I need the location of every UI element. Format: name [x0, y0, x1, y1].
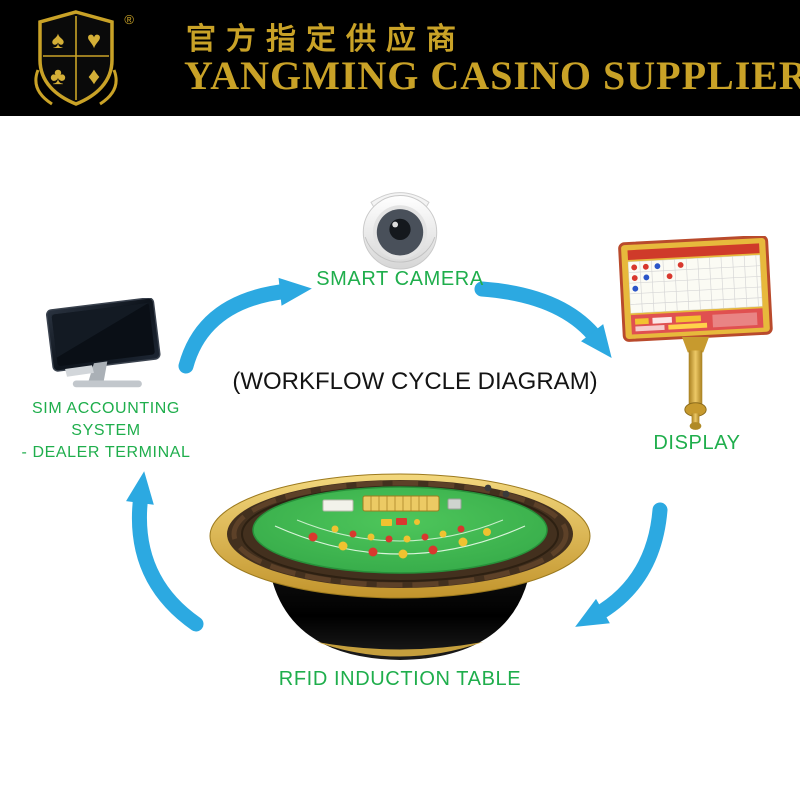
arrow-table-to-terminal [126, 471, 204, 632]
scoreboard-display-icon [618, 235, 773, 430]
camera-label: SMART CAMERA [316, 268, 484, 290]
diagram-title: (WORKFLOW CYCLE DIAGRAM) [232, 368, 598, 395]
dome-camera-icon [362, 192, 438, 270]
workflow-diagram: YANG MING [0, 116, 800, 800]
arrow-camera-to-display [474, 281, 612, 358]
brand-name: YANGMING CASINO SUPPLIER [184, 53, 800, 98]
header-banner: ♠ ♥ ♣ ♦ ® 官方指定供应商 YANGMING CASINO SUPPLI… [0, 0, 800, 116]
terminal-label-line1: SIM ACCOUNTING SYSTEM [32, 400, 180, 439]
club-suit-icon: ♣ [50, 63, 66, 90]
spade-suit-icon: ♠ [52, 27, 65, 54]
arrow-terminal-to-camera [178, 277, 312, 374]
display-image [618, 235, 773, 437]
terminal-label: SIM ACCOUNTING SYSTEM - DEALER TERMINAL [0, 398, 212, 464]
laurel-right [99, 69, 118, 106]
terminal-label-line2: - DEALER TERMINAL [21, 444, 191, 461]
brand-logo: ♠ ♥ ♣ ♦ ® [30, 8, 134, 112]
laurel-left [34, 69, 53, 106]
dealer-terminal-image [36, 297, 171, 399]
display-label: DISPLAY [653, 432, 741, 454]
tablet-terminal-icon [45, 297, 161, 388]
rfid-table-image [205, 472, 595, 677]
registered-trademark: ® [124, 12, 134, 27]
table-label: RFID INDUCTION TABLE [278, 668, 522, 690]
chinese-tagline: 官方指定供应商 [186, 22, 466, 57]
heart-suit-icon: ♥ [87, 27, 101, 54]
casino-table-icon [209, 473, 591, 660]
shield-divider [43, 16, 109, 100]
smart-camera-image [342, 181, 458, 275]
crest-shield-icon: ♠ ♥ ♣ ♦ [34, 10, 118, 106]
diamond-suit-icon: ♦ [88, 63, 100, 90]
